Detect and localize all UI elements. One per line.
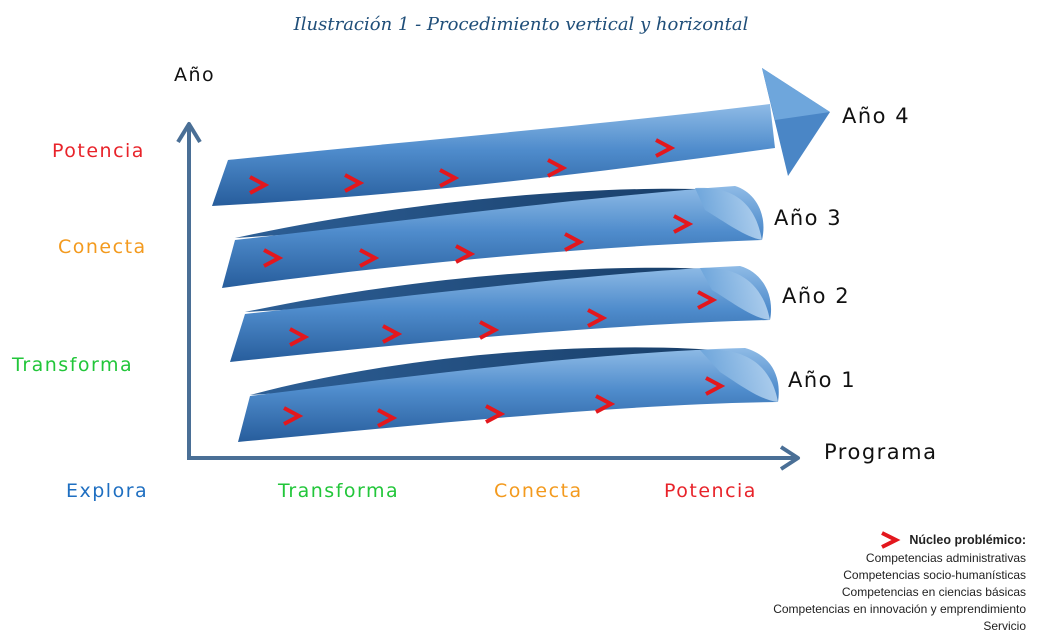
nucleo-chevron-marker	[455, 244, 476, 264]
nucleo-chevron-marker	[705, 376, 726, 396]
ribbon-curl	[700, 349, 778, 402]
ribbon-body	[222, 186, 764, 288]
nucleo-chevron-marker	[359, 248, 380, 268]
legend-item: Servicio	[983, 619, 1026, 633]
ribbon-body	[230, 266, 772, 362]
year-label-3: Año 3	[774, 206, 843, 230]
legend-item: Competencias en ciencias básicas	[841, 585, 1026, 599]
x-stage-potencia: Potencia	[664, 480, 757, 502]
nucleo-chevron-marker	[377, 408, 398, 428]
ribbon-curl	[700, 267, 770, 320]
ribbon-year-2	[230, 266, 772, 362]
y-stage-potencia: Potencia	[52, 140, 145, 162]
nucleo-chevron-marker	[587, 308, 608, 328]
x-axis-arrowhead	[779, 445, 800, 471]
legend-item: Competencias socio-humanísticas	[843, 568, 1026, 582]
ribbon-year-3	[222, 186, 764, 288]
ribbon-year-4-arrow	[212, 68, 830, 206]
x-stage-transforma: Transforma	[278, 480, 400, 502]
y-axis-label: Año	[174, 64, 216, 86]
nucleo-chevron-marker	[485, 404, 506, 424]
nucleo-markers	[249, 138, 726, 428]
nucleo-chevron-marker	[479, 320, 500, 340]
x-stage-conecta: Conecta	[494, 480, 583, 502]
nucleo-chevron-marker	[289, 327, 310, 347]
nucleo-chevron-marker	[263, 248, 284, 268]
year-label-2: Año 2	[782, 284, 851, 308]
y-stage-transforma: Transforma	[12, 354, 134, 376]
nucleo-chevron-marker	[564, 232, 585, 252]
year-label-1: Año 1	[788, 368, 857, 392]
nucleo-chevron-marker	[249, 175, 270, 195]
year-label-4: Año 4	[842, 104, 911, 128]
figure-caption: Ilustración 1 - Procedimiento vertical y…	[293, 14, 749, 35]
chevron-marker-icon	[881, 531, 901, 549]
legend-item: Competencias administrativas	[865, 551, 1026, 565]
nucleo-chevron-marker	[382, 324, 403, 344]
nucleo-chevron-marker	[283, 406, 304, 426]
y-stage-conecta: Conecta	[58, 236, 147, 258]
legend-title: Núcleo problémico:	[909, 532, 1026, 547]
nucleo-chevron-marker	[595, 394, 616, 414]
y-axis-arrowhead	[176, 122, 202, 144]
nucleo-chevron-marker	[439, 168, 460, 188]
nucleo-chevron-marker	[673, 214, 694, 234]
legend-title-row: Núcleo problémico:	[773, 530, 1026, 550]
arrowhead-shade	[762, 68, 830, 120]
y-stage-explora: Explora	[66, 480, 149, 502]
axes	[176, 122, 800, 471]
legend-item: Competencias en innovación y emprendimie…	[773, 602, 1026, 616]
nucleo-chevron-marker	[344, 173, 365, 193]
x-axis-label: Programa	[824, 440, 938, 464]
ribbon-curl	[695, 187, 762, 240]
nucleo-chevron-marker	[547, 158, 568, 178]
legend: Núcleo problémico: Competencias administ…	[773, 530, 1026, 635]
nucleo-chevron-marker	[655, 138, 676, 158]
ribbon-year-1	[238, 347, 779, 442]
ribbon-body	[238, 348, 779, 442]
nucleo-chevron-marker	[697, 290, 718, 310]
